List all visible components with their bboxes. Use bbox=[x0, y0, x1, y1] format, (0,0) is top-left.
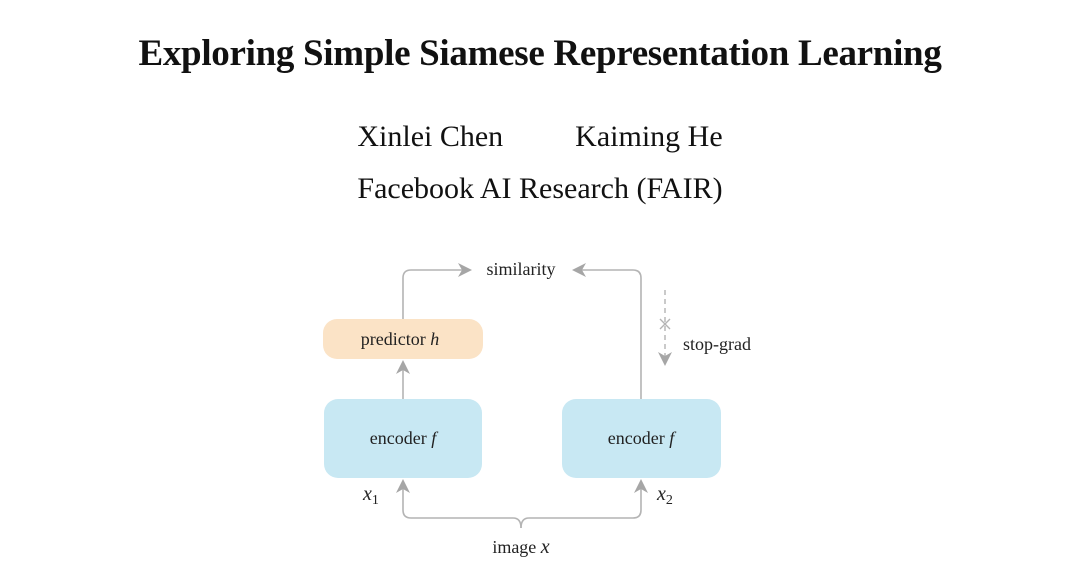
x1-label: x1 bbox=[362, 483, 379, 508]
image-label: image x bbox=[492, 536, 549, 558]
image-to-x1-arrow bbox=[396, 479, 522, 529]
predictor-to-similarity-arrow bbox=[402, 263, 472, 320]
encoder-left-label: encoder f bbox=[370, 428, 439, 448]
paper-title: Exploring Simple Siamese Representation … bbox=[138, 33, 942, 74]
x2-label: x2 bbox=[656, 483, 673, 508]
affiliation: Facebook AI Research (FAIR) bbox=[357, 172, 723, 205]
encoder-left-box bbox=[324, 399, 482, 478]
stop-grad-cross-icon bbox=[659, 318, 671, 330]
encoder-right-box bbox=[562, 399, 721, 478]
author-name: Xinlei Chen bbox=[357, 120, 504, 153]
author-name: Kaiming He bbox=[575, 120, 723, 153]
author-list: Xinlei Chen Kaiming He bbox=[0, 120, 1080, 154]
stop-grad-label: stop-grad bbox=[683, 334, 751, 354]
encoder-right-label: encoder f bbox=[608, 428, 677, 448]
predictor-label: predictor h bbox=[361, 329, 439, 349]
predictor-box bbox=[323, 319, 483, 359]
encoder-to-similarity-arrow bbox=[572, 263, 642, 400]
image-to-x2-arrow bbox=[520, 479, 648, 529]
similarity-label: similarity bbox=[487, 259, 556, 279]
